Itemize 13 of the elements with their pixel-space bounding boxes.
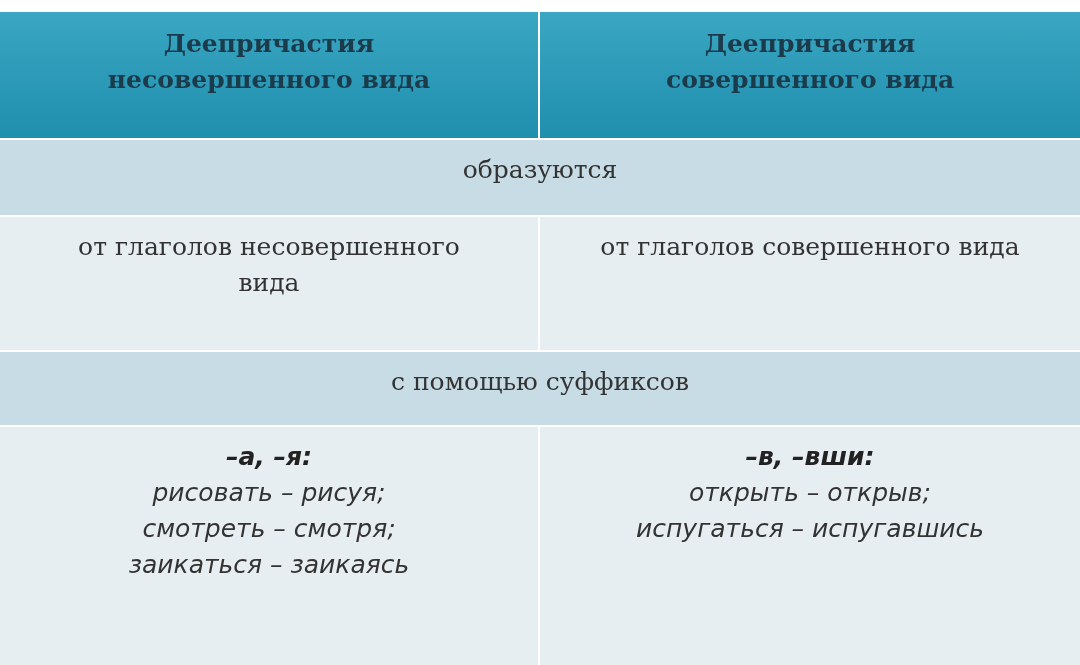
column-heading: Деепричастия совершенного вида <box>664 28 956 96</box>
suffix-heading: –а, –я: <box>225 441 313 473</box>
row-heading: с помощью суффиксов <box>390 366 690 398</box>
suffix-heading: –в, –вши: <box>745 441 875 473</box>
table-text: от глаголов несовершенного вида <box>77 231 461 299</box>
example-line: открыть – открыв; <box>689 477 931 509</box>
table-text: от глаголов совершенного вида <box>599 231 1021 263</box>
row-heading: образуются <box>461 154 619 186</box>
example-line: заикаться – заикаясь <box>128 549 410 581</box>
example-line: испугаться – испугавшись <box>636 513 984 545</box>
example-line: рисовать – рисуя; <box>152 477 386 509</box>
example-line: смотреть – смотря; <box>142 513 396 545</box>
column-heading: Деепричастия несовершенного вида <box>106 28 432 96</box>
